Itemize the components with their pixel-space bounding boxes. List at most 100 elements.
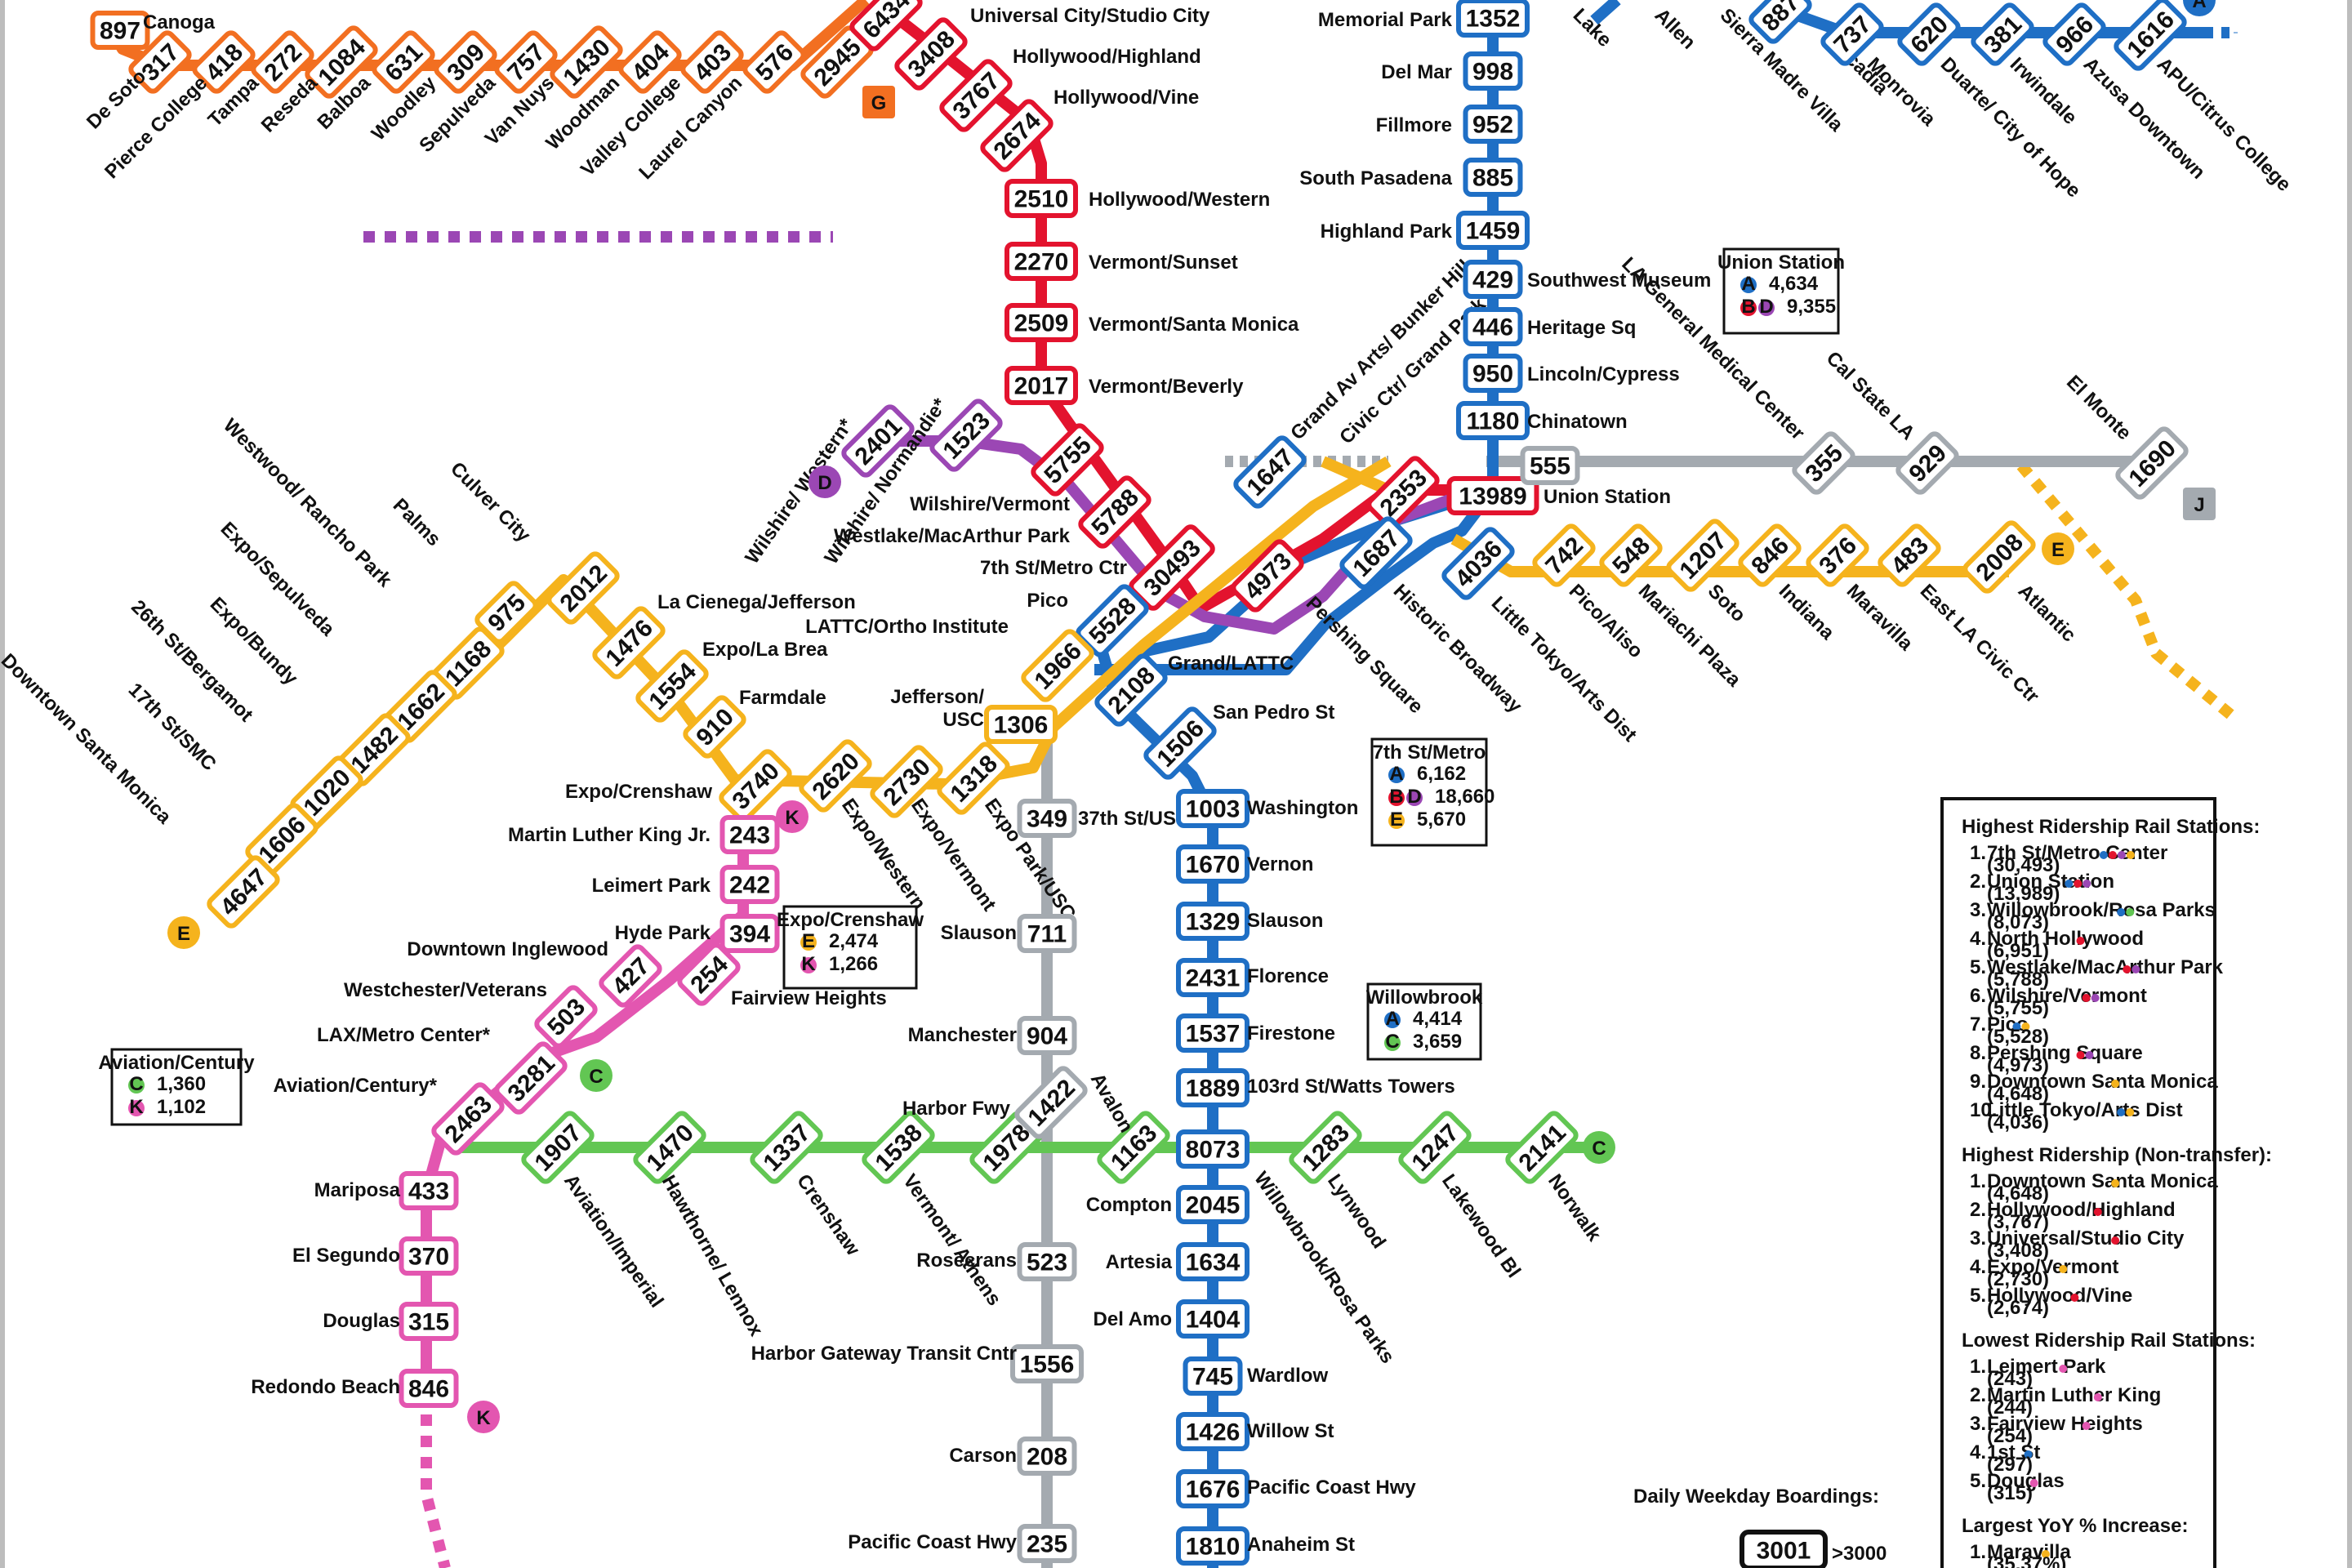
station-box: [1017, 799, 1077, 838]
station-box: [742, 30, 806, 94]
station-box: [677, 942, 741, 1006]
station-box: [1748, 0, 1812, 44]
rank-line-dot-e: [2021, 1022, 2030, 1031]
rank-line-dot-k: [2082, 1422, 2091, 1430]
station-box: [1094, 653, 1168, 727]
station-box: [1441, 527, 1515, 600]
station-box: [1463, 51, 1523, 91]
ridership-value: 394: [729, 921, 770, 948]
station-box: [128, 30, 192, 94]
badge-letter: D: [817, 472, 831, 494]
station-label: Grand/LATTC: [1168, 653, 1294, 675]
station-label: 103rd St/Watts Towers: [1247, 1076, 1455, 1098]
station-label: Vermont/Santa Monica: [1089, 314, 1299, 336]
legend-title: Daily Weekday Boardings:: [1633, 1486, 1879, 1508]
line-dot-c: [1384, 1035, 1401, 1051]
line-badge-j: J: [2183, 488, 2216, 520]
badge-shape: [862, 86, 895, 118]
sidebar-section-title: Largest YoY % Increase:: [1962, 1515, 2188, 1537]
station-box: [2115, 426, 2189, 500]
rank-line-dot-d: [2082, 880, 2091, 888]
ridership-value: 2045: [1186, 1192, 1241, 1219]
rank-line-dot-b: [2076, 1051, 2085, 1059]
station-box: [1971, 2, 2034, 66]
station-box: [799, 739, 872, 813]
rank-line-dot-a: [2099, 851, 2108, 859]
station-box: [1456, 401, 1530, 440]
station-box: [305, 25, 378, 99]
station-box: [1014, 1066, 1088, 1139]
station-marker: 1459: [1456, 211, 1530, 250]
rank-number: 2.: [1970, 1384, 1986, 1406]
sidebar-section-title: Highest Ridership (Non-transfer):: [1962, 1144, 2272, 1166]
station-box: [2042, 2, 2106, 66]
ridership-value: 1306: [994, 712, 1049, 739]
station-label: Slauson: [1247, 910, 1323, 932]
ridership-value: 998: [1472, 59, 1513, 86]
rank-number: 10.: [1970, 1099, 1997, 1121]
station-marker: 711: [1017, 914, 1077, 953]
station-box: [1398, 1111, 1472, 1184]
station-box: [399, 1369, 459, 1408]
station-marker: 2510: [1004, 179, 1078, 218]
info-box-value: 1,266: [829, 953, 878, 975]
station-marker: 998: [1463, 51, 1523, 91]
station-marker: 8073: [1176, 1129, 1250, 1169]
station-label: Florence: [1247, 965, 1329, 987]
ridership-value: 446: [1472, 314, 1513, 341]
station-box: [2114, 0, 2187, 71]
rank-number: 5.: [1970, 1470, 1986, 1492]
station-box: [1366, 456, 1440, 529]
station-label-line1: Jefferson/: [890, 686, 984, 708]
station-marker: 208: [1017, 1437, 1077, 1476]
legend-sample: 3001: [1740, 1530, 1828, 1568]
info-box-value: 6,162: [1417, 763, 1466, 785]
station-box: [1792, 431, 1855, 495]
station-box: [1231, 539, 1304, 612]
station-marker: 1404: [1176, 1299, 1250, 1339]
ridership-value: 243: [729, 822, 770, 849]
ridership-value: 2510: [1014, 186, 1069, 213]
station-marker: 446: [1463, 307, 1523, 346]
ridership-value: 370: [408, 1244, 449, 1271]
rank-value: (4,648): [1987, 1183, 2049, 1205]
b-line: [870, 0, 1493, 614]
station-box: [1176, 1412, 1250, 1451]
station-box: [1010, 1344, 1084, 1383]
ridership-value: 13989: [1459, 483, 1526, 510]
ridership-value: 1329: [1186, 909, 1241, 936]
station-box: [1183, 1356, 1243, 1396]
legend-sample-value: 3001: [1757, 1538, 1811, 1565]
sidebar-frame: [1940, 797, 2216, 1568]
station-marker: 272: [251, 30, 314, 94]
rank-line-dot-c: [2126, 908, 2135, 916]
rank-station: Fairview Heights: [1987, 1413, 2143, 1435]
station-box: [849, 0, 923, 51]
badge-letter: K: [476, 1407, 491, 1429]
badge-letter: G: [871, 92, 887, 114]
rank-value: (243): [1987, 1368, 2033, 1390]
station-marker: 2431: [1176, 958, 1250, 997]
rank-line-dot-a: [2117, 1108, 2126, 1116]
ridership-value: 208: [1027, 1444, 1067, 1471]
station-marker: 2730: [870, 745, 943, 818]
e-line-connector: [1321, 456, 1391, 496]
station-label: Del Amo: [1094, 1308, 1172, 1330]
rank-line-dot-e: [2041, 1550, 2050, 1558]
station-label: Expo/La Brea: [702, 639, 828, 661]
rank-number: 6.: [1970, 985, 1986, 1007]
station-box: [546, 551, 620, 625]
line-dot-letter: A: [1385, 1008, 1399, 1030]
station-box: [1599, 523, 1663, 587]
info-box-title: 7th St/Metro: [1373, 742, 1486, 764]
rank-number: 3.: [1970, 1227, 1986, 1250]
